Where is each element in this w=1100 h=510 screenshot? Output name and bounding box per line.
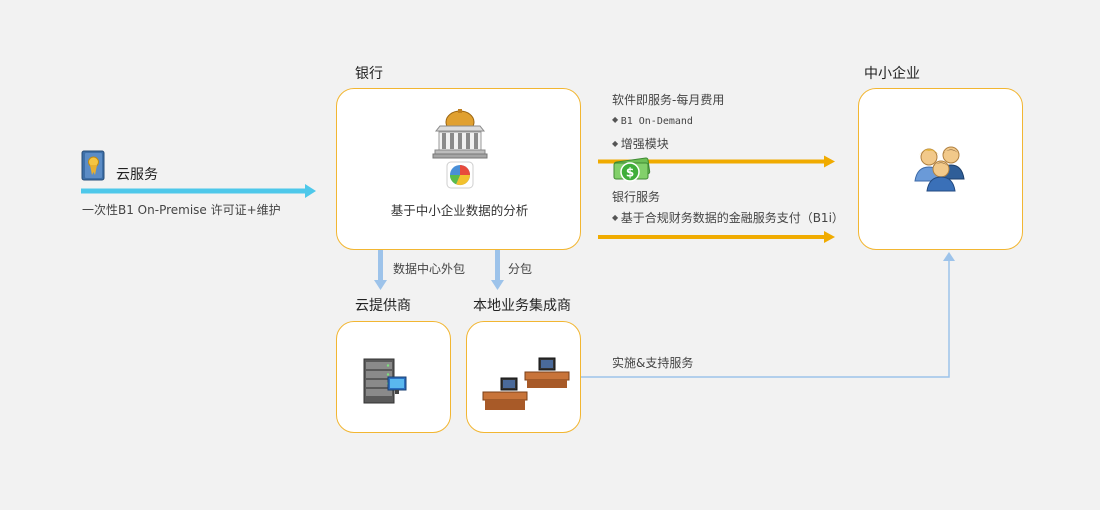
saas-item-1: B1 On-Demand [612,113,693,127]
cloud-provider-title: 云提供商 [355,298,411,314]
bank-service-item-1-text: 基于合规财务数据的金融服务支付（B1i） [620,211,844,225]
arrow-datacenter [374,250,387,290]
subcontract-label: 分包 [508,262,533,276]
local-integrator-box [466,321,581,433]
saas-title: 软件即服务-每月费用 [612,93,725,107]
pie-chart-icon [446,161,474,189]
users-group-icon [911,145,971,193]
arrow-cloud-to-bank [81,184,316,198]
sme-title: 中小企业 [864,66,920,82]
bank-title: 银行 [355,66,383,82]
cloud-service-label: 云服务 [116,167,158,183]
arrow-saas [598,155,835,168]
arrow-implementation [581,252,955,378]
saas-item-2-text: 增强模块 [620,137,669,151]
saas-item-1-text: B1 On-Demand [620,116,693,127]
arrow-bank-service [598,231,835,243]
bank-service-title: 银行服务 [612,190,661,204]
money-icon: $ [612,154,652,184]
sme-box [858,88,1023,250]
bank-building-icon [431,109,489,159]
office-desks-icon [481,356,571,414]
bank-service-item-1: 基于合规财务数据的金融服务支付（B1i） [612,209,844,226]
local-integrator-title: 本地业务集成商 [473,298,571,314]
datacenter-label: 数据中心外包 [393,262,466,276]
svg-text:$: $ [626,166,634,180]
bank-caption: 基于中小企业数据的分析 [390,203,529,218]
bank-box: 基于中小企业数据的分析 [336,88,581,250]
arrow-subcontract [491,250,504,290]
saas-item-2: 增强模块 [612,135,669,152]
server-rack-icon [362,357,408,405]
cloud-provider-box [336,321,451,433]
implementation-label: 实施&支持服务 [612,356,694,370]
cloud-to-bank-label: 一次性B1 On-Premise 许可证+维护 [82,203,281,217]
certificate-icon [81,150,107,182]
